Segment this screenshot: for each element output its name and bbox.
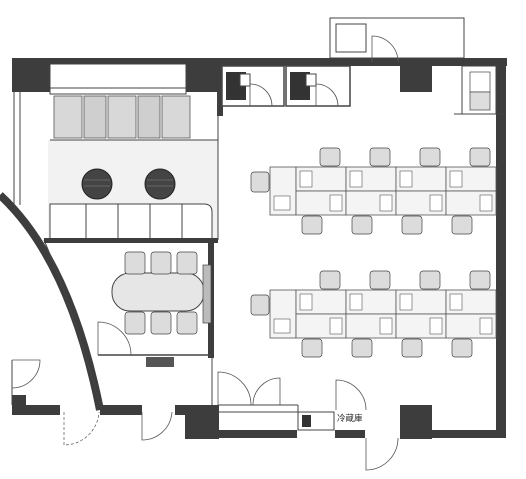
curved-facade xyxy=(0,92,104,411)
round-table xyxy=(144,168,176,200)
door-bottom-left-2 xyxy=(141,411,173,441)
cabinet xyxy=(146,357,174,367)
room-label-fridge: 冷蔵庫 xyxy=(337,413,363,424)
desk-cluster-lower xyxy=(250,270,497,358)
door-entry-left xyxy=(217,371,252,406)
round-table xyxy=(81,168,113,200)
door-storage xyxy=(335,379,367,411)
door-bottom-left-1 xyxy=(63,411,100,446)
balcony-door xyxy=(371,35,399,63)
door-main-entrance xyxy=(365,437,399,471)
bench-sofa xyxy=(49,203,213,238)
desk-cluster-upper xyxy=(250,147,497,235)
balcony xyxy=(329,17,465,59)
booth-right xyxy=(285,65,351,107)
meeting-table xyxy=(111,251,212,335)
booth-left xyxy=(221,65,285,107)
outer-walls xyxy=(12,58,507,439)
window-blinds xyxy=(50,95,218,141)
door-entry-right xyxy=(252,377,281,406)
door-facade xyxy=(11,359,41,389)
kitchenette xyxy=(454,65,504,115)
sink xyxy=(297,411,335,431)
window-band xyxy=(49,63,187,95)
meeting-room-door xyxy=(97,321,132,356)
